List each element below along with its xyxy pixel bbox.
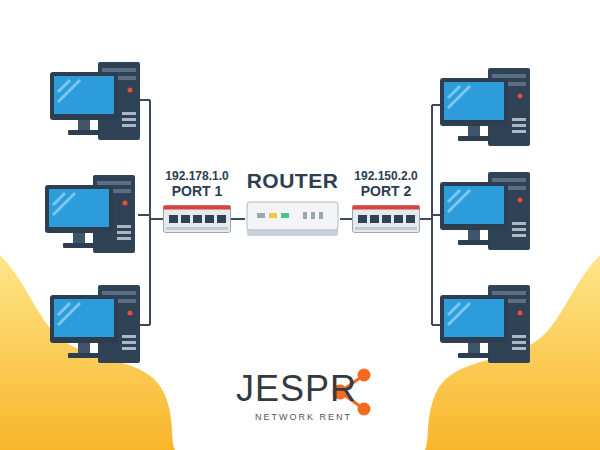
logo-text: JESPR xyxy=(236,368,357,410)
node-label: ROUTER xyxy=(247,168,339,193)
network-cable xyxy=(340,218,352,220)
network-switch: 192.178.1.0PORT 1 xyxy=(163,205,231,233)
network-switch: 192.150.2.0PORT 2 xyxy=(352,205,420,233)
logo-subtitle: NETWORK RENT xyxy=(255,412,352,422)
node-heading: ROUTER xyxy=(247,168,339,193)
network-cable xyxy=(231,218,245,220)
port-label: PORT 2 xyxy=(354,183,417,200)
node-heading: 192.178.1.0PORT 1 xyxy=(165,169,228,200)
router: ROUTER xyxy=(245,198,340,238)
node-label: 192.178.1.0 xyxy=(165,169,228,183)
node-heading: 192.150.2.0PORT 2 xyxy=(354,169,417,200)
node-label: 192.150.2.0 xyxy=(354,169,417,183)
port-label: PORT 1 xyxy=(165,183,228,200)
